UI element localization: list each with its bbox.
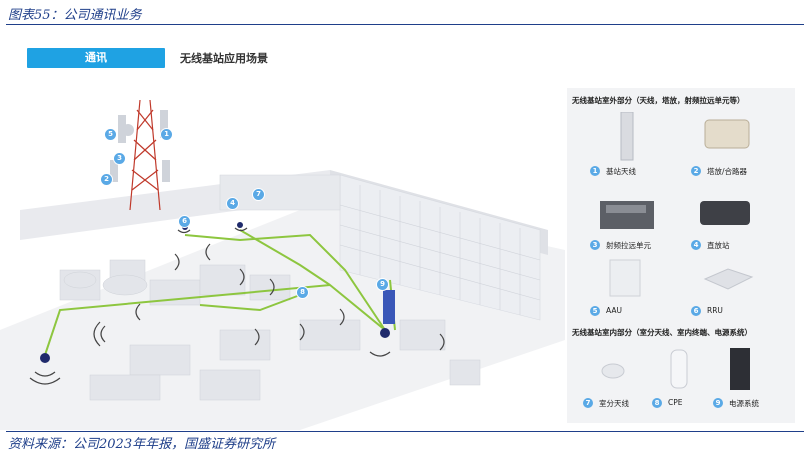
network-lines (44, 229, 396, 356)
product-aau (609, 259, 641, 297)
item-num-2: 2 (691, 166, 701, 176)
power-cabinet-body (730, 348, 750, 390)
marker-6: 6 (178, 215, 191, 228)
product-power-system (730, 348, 750, 390)
item-label-9: 电源系统 (729, 399, 759, 408)
item-label-6: RRU (707, 306, 723, 315)
base-station-scene: 1 2 3 4 5 6 7 8 9 (0, 80, 565, 430)
marker-1: 1 (160, 128, 173, 141)
source-note: 资料来源：公司2023年年报，国盛证券研究所 (8, 437, 276, 452)
warehouse-shelves (339, 185, 541, 315)
marker-9: 9 (376, 278, 389, 291)
item-label-8: CPE (668, 398, 683, 407)
item-num-3: 3 (590, 240, 600, 250)
product-base-station-antenna (620, 112, 634, 161)
product-repeater (700, 201, 750, 225)
figure-title: 图表55：公司通讯业务 (8, 8, 142, 23)
indoor-antenna-shape (601, 363, 625, 379)
rru-box-shape (703, 268, 754, 290)
product-rru-unit (600, 201, 654, 229)
product-rru-box (703, 268, 754, 290)
item-num-8: 8 (652, 398, 662, 408)
signal-waves (29, 227, 445, 385)
amplifier-body (704, 119, 750, 149)
marker-4: 4 (226, 197, 239, 210)
item-label-1: 基站天线 (606, 167, 636, 176)
cell-tower (129, 99, 161, 211)
antenna-panel-shape (620, 112, 634, 161)
item-num-1: 1 (590, 166, 600, 176)
top-divider (6, 24, 804, 25)
item-label-3: 射频拉远单元 (606, 241, 651, 250)
repeater-body (700, 201, 750, 225)
indoor-section-header: 无线基站室内部分（室分天线、室内终端、电源系统） (572, 328, 752, 337)
section-badge: 通讯 (27, 48, 165, 68)
scene-title: 无线基站应用场景 (180, 52, 268, 65)
item-num-4: 4 (691, 240, 701, 250)
item-label-4: 直放站 (707, 241, 730, 250)
cpe-body (670, 349, 688, 389)
marker-8: 8 (296, 286, 309, 299)
product-tower-amplifier (704, 119, 750, 149)
item-num-9: 9 (713, 398, 723, 408)
office-room (219, 174, 341, 211)
item-label-5: AAU (606, 306, 622, 315)
outdoor-section-header: 无线基站室外部分（天线，塔放，射频拉远单元等） (572, 96, 745, 105)
item-label-2: 塔放/合路器 (707, 167, 748, 176)
marker-2: 2 (100, 173, 113, 186)
marker-5: 5 (104, 128, 117, 141)
tower-antennas (110, 110, 170, 182)
item-label-7: 室分天线 (599, 399, 629, 408)
item-num-5: 5 (590, 306, 600, 316)
product-indoor-antenna (601, 363, 625, 379)
product-cpe (670, 349, 688, 389)
bottom-divider (6, 431, 804, 432)
scene-illustration (0, 99, 565, 430)
aau-body (609, 259, 641, 297)
item-num-7: 7 (583, 398, 593, 408)
factory-machines (59, 259, 481, 401)
power-cabinet-scene (383, 290, 395, 324)
marker-3: 3 (113, 152, 126, 165)
item-num-6: 6 (691, 306, 701, 316)
marker-7: 7 (252, 188, 265, 201)
radio-unit-panel (606, 205, 646, 213)
